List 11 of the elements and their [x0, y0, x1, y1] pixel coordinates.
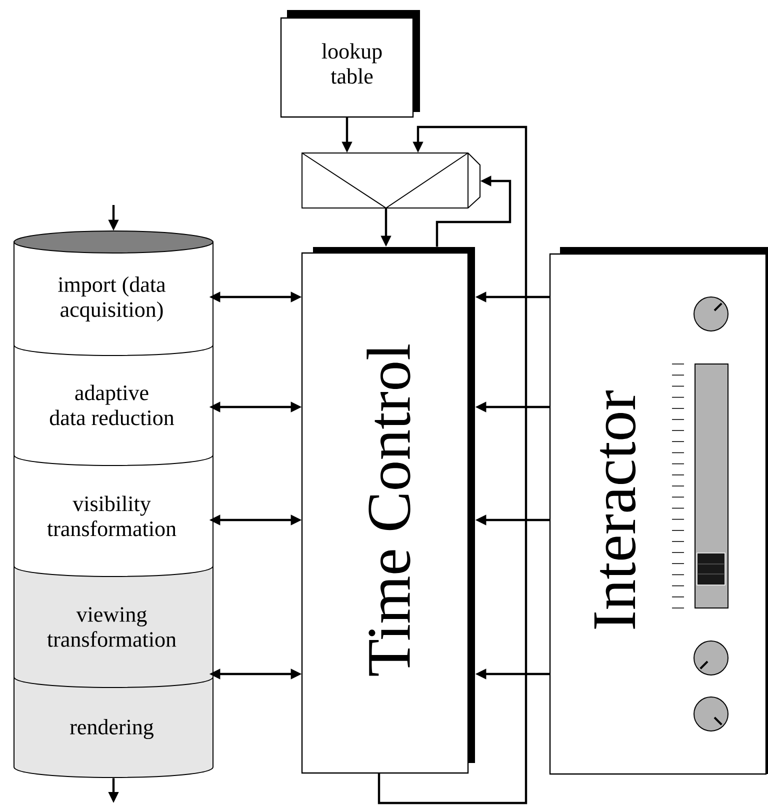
- pipeline-stage: rendering: [70, 719, 154, 740]
- arrow: [378, 126, 528, 804]
- lookup-table-box: lookup table: [280, 10, 420, 118]
- pipeline-stage: import (data acquisition): [58, 276, 166, 322]
- interactor-panel: Interactor: [549, 247, 768, 775]
- pipeline-stage: viewing transformation: [47, 607, 176, 647]
- pipeline-stage: visibility transformation: [47, 496, 176, 536]
- pipeline-stage: adaptive data reduction: [50, 384, 174, 426]
- pipeline-cylinder: [14, 230, 214, 778]
- multiplexer-symbol: [302, 152, 480, 209]
- time-control-box: Time Control: [301, 247, 475, 774]
